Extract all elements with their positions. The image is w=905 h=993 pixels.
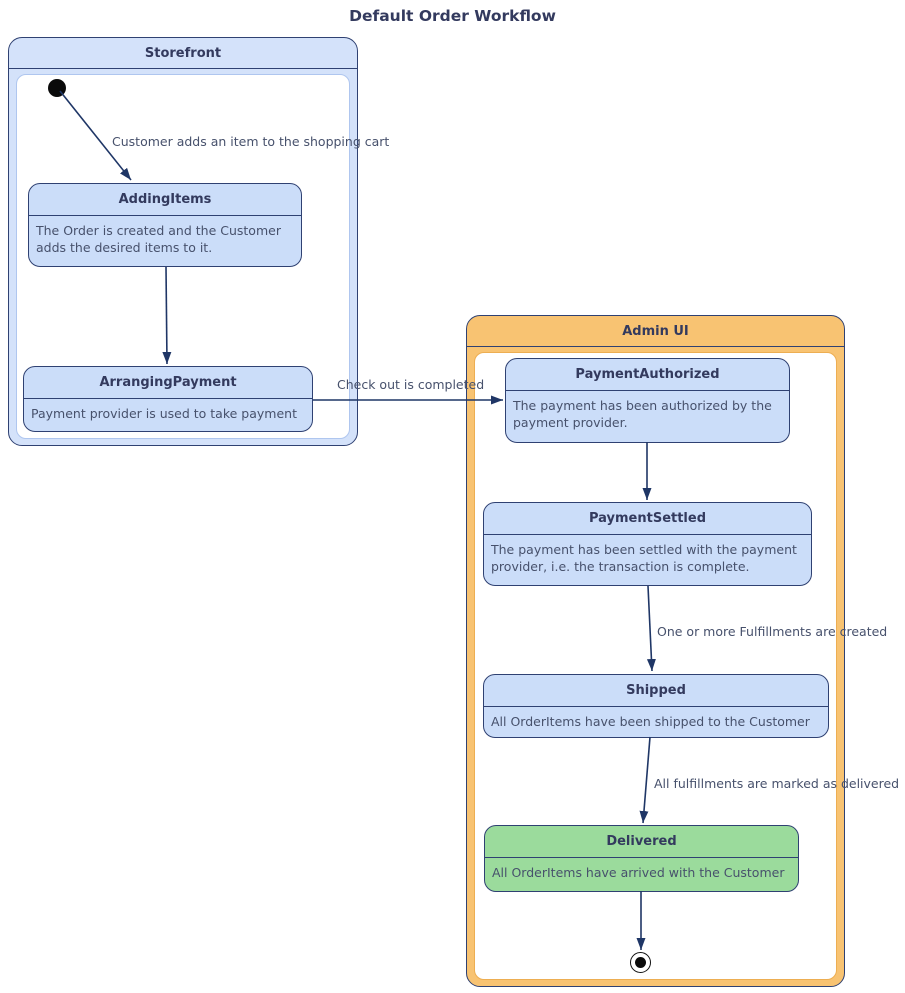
transition-label-fulfillments-created: One or more Fulfillments are created (657, 624, 888, 639)
state-delivered-name: Delivered (485, 826, 798, 858)
initial-state-node (48, 79, 66, 97)
state-adding-items-name: AddingItems (29, 184, 301, 216)
state-shipped-description: All OrderItems have been shipped to the … (491, 714, 810, 729)
container-admin-ui-label: Admin UI (622, 323, 689, 339)
container-storefront-label: Storefront (144, 45, 222, 61)
state-arranging-payment-description: Payment provider is used to take payment (31, 406, 297, 421)
state-payment-authorized-name: PaymentAuthorized (506, 359, 789, 391)
state-shipped-name: Shipped (484, 675, 828, 707)
transition-label-checkout: Check out is completed (337, 377, 485, 392)
final-state-node (630, 952, 651, 973)
state-payment-settled-description: The payment has been settled with the pa… (491, 542, 797, 574)
transition-label-fulfillments-delivered: All fulfillments are marked as delivered (654, 776, 900, 791)
container-admin-ui-header: Admin UI (467, 316, 844, 347)
state-adding-items: AddingItems The Order is created and the… (28, 183, 302, 267)
container-storefront-header: Storefront (9, 38, 357, 69)
state-payment-settled: PaymentSettled The payment has been sett… (483, 502, 812, 586)
final-state-dot (635, 957, 646, 968)
state-delivered-description: All OrderItems have arrived with the Cus… (492, 865, 785, 880)
state-payment-settled-name: PaymentSettled (484, 503, 811, 535)
diagram-title: Default Order Workflow (349, 7, 556, 25)
state-payment-authorized: PaymentAuthorized The payment has been a… (505, 358, 790, 443)
transition-label-add-item: Customer adds an item to the shopping ca… (112, 134, 390, 149)
state-shipped: Shipped All OrderItems have been shipped… (483, 674, 829, 738)
state-adding-items-description: The Order is created and the Customer ad… (36, 223, 281, 255)
state-payment-authorized-description: The payment has been authorized by the p… (513, 398, 772, 430)
state-arranging-payment: ArrangingPayment Payment provider is use… (23, 366, 313, 432)
state-arranging-payment-name: ArrangingPayment (24, 367, 312, 399)
state-delivered: Delivered All OrderItems have arrived wi… (484, 825, 799, 892)
